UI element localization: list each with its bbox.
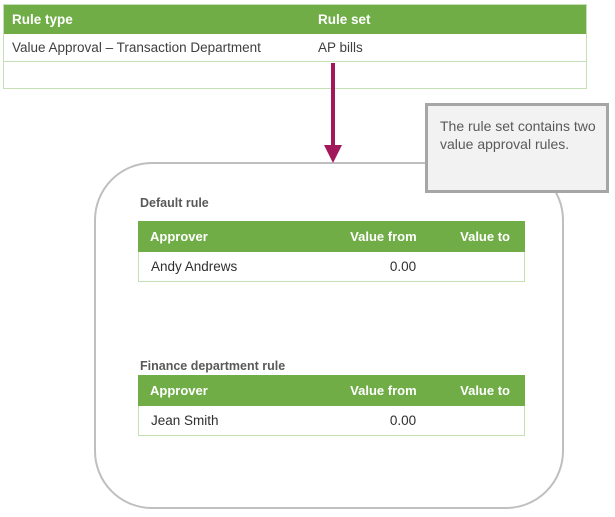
table-row: Andy Andrews 0.00 bbox=[138, 252, 525, 282]
header-cell-value-from: Value from bbox=[350, 383, 417, 398]
callout-box: The rule set contains two value approval… bbox=[425, 103, 609, 193]
rule-type-table-header: Rule type Rule set bbox=[4, 5, 586, 34]
callout-text: The rule set contains two value approval… bbox=[440, 118, 596, 153]
approver-table-header: Approver Value from Value to bbox=[138, 375, 525, 406]
header-cell-rule-type: Rule type bbox=[12, 12, 73, 27]
cell-value-from: 0.00 bbox=[389, 413, 417, 428]
cell-rule-type-value: Value Approval – Transaction Department bbox=[12, 40, 261, 55]
approver-table-default: Approver Value from Value to Andy Andrew… bbox=[138, 221, 525, 282]
table-row: Value Approval – Transaction Department … bbox=[4, 34, 586, 62]
rule-title-default: Default rule bbox=[140, 196, 209, 210]
empty-table-row bbox=[4, 62, 586, 88]
table-row: Jean Smith 0.00 bbox=[138, 406, 525, 436]
rule-set-container bbox=[94, 162, 564, 509]
arrow-down-icon bbox=[324, 145, 342, 163]
header-cell-approver: Approver bbox=[150, 383, 208, 398]
approver-table-header: Approver Value from Value to bbox=[138, 221, 525, 252]
cell-approver: Jean Smith bbox=[151, 413, 219, 428]
header-cell-rule-set: Rule set bbox=[318, 12, 371, 27]
header-cell-value-to: Value to bbox=[460, 229, 510, 244]
cell-value-from: 0.00 bbox=[389, 259, 417, 274]
rule-type-table: Rule type Rule set Value Approval – Tran… bbox=[3, 4, 587, 89]
header-cell-value-to: Value to bbox=[460, 383, 510, 398]
flow-arrow-line bbox=[331, 63, 335, 145]
cell-approver: Andy Andrews bbox=[151, 259, 238, 274]
header-cell-approver: Approver bbox=[150, 229, 208, 244]
rule-title-finance: Finance department rule bbox=[140, 359, 286, 373]
cell-rule-set-value: AP bills bbox=[318, 40, 363, 55]
header-cell-value-from: Value from bbox=[350, 229, 417, 244]
approver-table-finance: Approver Value from Value to Jean Smith … bbox=[138, 375, 525, 436]
